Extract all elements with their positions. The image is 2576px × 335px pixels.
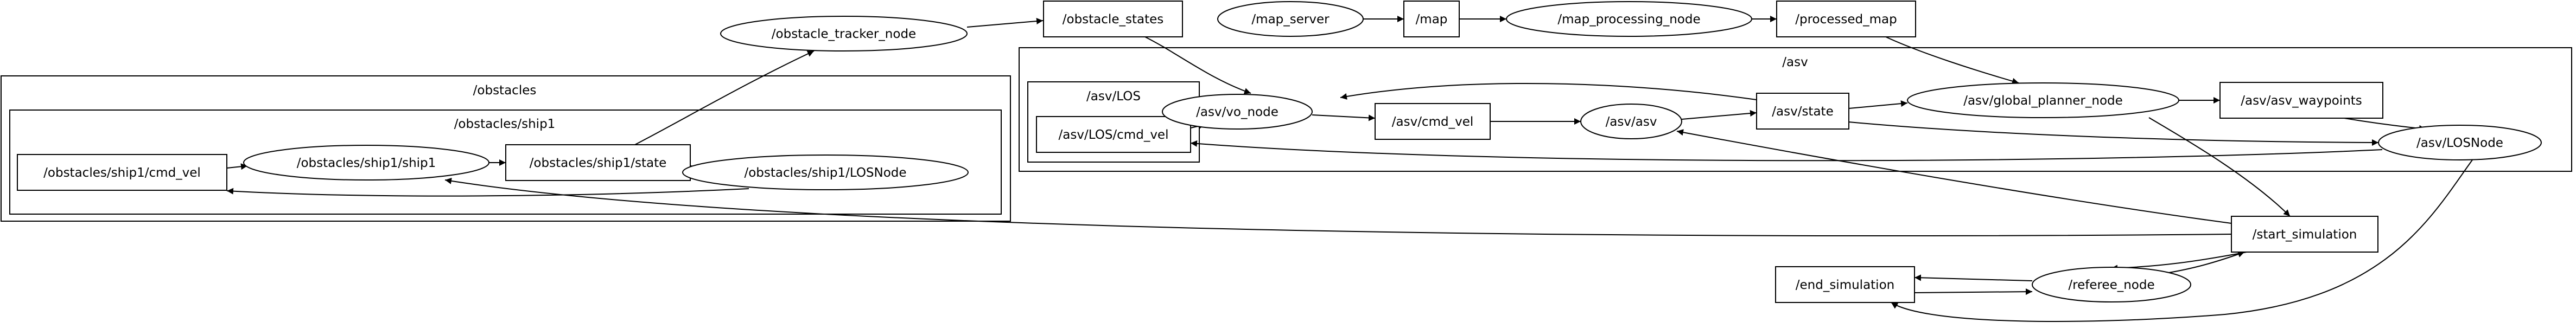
node-asv-global-planner-node[interactable]: /asv/global_planner_node [1907, 82, 2179, 118]
node-label: /processed_map [1795, 12, 1897, 27]
node-label: /obstacles/ship1/ship1 [297, 156, 436, 170]
node-box [1403, 1, 1460, 37]
node-asv-losnode[interactable]: /asv/LOSNode [2378, 125, 2542, 160]
node-label: /asv/vo_node [1196, 105, 1279, 119]
node-ellipse [243, 145, 489, 181]
node-ellipse [1162, 94, 1313, 130]
node-label: /asv/asv_waypoints [2241, 94, 2362, 108]
node-referee-node[interactable]: /referee_node [2032, 267, 2191, 302]
edge-asv-state-to-asv-global-planner-node [1848, 100, 1908, 109]
node-label: /asv/cmd_vel [1392, 115, 1474, 129]
edge-end-simulation-to-referee-node [1914, 288, 2033, 295]
node-label: /map_processing_node [1557, 12, 1700, 27]
node-obstacle-tracker-node[interactable]: /obstacle_tracker_node [720, 16, 968, 51]
node-label: /obstacles/ship1/LOSNode [744, 166, 906, 180]
cluster-asv: /asv [1019, 47, 2572, 172]
node-box [505, 144, 691, 181]
nodes-layer: /obstacle_tracker_node/obstacle_states/m… [17, 1, 2542, 303]
node-box [1036, 116, 1191, 153]
node-ship1-state[interactable]: /obstacles/ship1/state [505, 144, 691, 181]
node-box [2231, 216, 2378, 253]
edge-ship1-losnode-to-ship1-cmd-vel [226, 188, 749, 197]
node-asv-state[interactable]: /asv/state [1756, 93, 1849, 130]
edge-ship1-state-to-obstacle-tracker-node [634, 50, 815, 145]
node-label: /obstacles/ship1/cmd_vel [43, 166, 201, 180]
node-ellipse [2032, 267, 2191, 302]
cluster-label: /asv/LOS [1086, 89, 1141, 104]
edge-ship1-cmd-vel-to-ship1-ship1 [226, 163, 248, 170]
node-map[interactable]: /map [1403, 1, 1460, 37]
cluster-label: /obstacles/ship1 [454, 117, 556, 131]
node-obstacle-states[interactable]: /obstacle_states [1043, 1, 1183, 37]
node-label: /map [1416, 12, 1448, 27]
node-box [2219, 82, 2383, 119]
node-end-simulation[interactable]: /end_simulation [1775, 266, 1915, 303]
node-label: /asv/LOS/cmd_vel [1059, 128, 1169, 142]
node-box [1775, 266, 1915, 303]
edge-asv-state-to-asv-losnode [1848, 121, 2379, 146]
node-box [1776, 1, 1916, 37]
edge-start-simulation-to-asv-asv [1676, 129, 2232, 224]
node-ellipse [1506, 1, 1752, 37]
node-start-simulation[interactable]: /start_simulation [2231, 216, 2378, 253]
cluster-label: /obstacles [473, 83, 537, 98]
node-processed-map[interactable]: /processed_map [1776, 1, 1916, 37]
node-ellipse [720, 16, 968, 51]
cluster-frame [1019, 47, 2572, 172]
cluster-label: /asv [1782, 55, 1808, 69]
clusters-layer: /obstacles/obstacles/ship1/asv/asv/LOS [1, 47, 2572, 222]
node-asv-asv[interactable]: /asv/asv [1580, 104, 1682, 139]
edges-layer [226, 16, 2473, 322]
node-label: /map_server [1251, 12, 1330, 27]
node-label: /asv/asv [1606, 115, 1657, 129]
node-label: /end_simulation [1796, 278, 1894, 292]
node-asv-vo-node[interactable]: /asv/vo_node [1162, 94, 1313, 130]
node-label: /obstacles/ship1/state [530, 156, 667, 170]
cluster-frame [1, 75, 1011, 222]
node-label: /referee_node [2068, 278, 2154, 292]
edge-asv-state-to-asv-vo-node [1340, 83, 1757, 100]
node-label: /obstacle_states [1063, 12, 1163, 27]
edge-processed-map-to-asv-global-planner-node [1885, 36, 2019, 85]
node-ellipse [1907, 82, 2179, 118]
node-box [1043, 1, 1183, 37]
node-box [17, 154, 227, 191]
edge-asv-asv-waypoints-to-asv-losnode [2344, 118, 2426, 132]
edge-asv-losnode-to-asv-los-cmd-vel [1190, 140, 2383, 162]
node-asv-cmd-vel[interactable]: /asv/cmd_vel [1375, 103, 1491, 140]
node-box [1375, 103, 1491, 140]
node-label: /asv/state [1772, 105, 1833, 119]
cluster-frame [9, 109, 1002, 215]
node-label: /asv/global_planner_node [1963, 94, 2123, 108]
edge-asv-global-planner-node-to-start-simulation [2148, 117, 2291, 217]
node-ellipse [682, 154, 969, 190]
cluster-obstacles-ship1: /obstacles/ship1 [9, 109, 1002, 215]
edge-obstacle-states-to-asv-vo-node [1144, 36, 1251, 94]
cluster-obstacles: /obstacles [1, 75, 1011, 222]
edge-referee-node-to-end-simulation [1914, 274, 2033, 281]
node-map-processing-node[interactable]: /map_processing_node [1506, 1, 1752, 37]
edge-obstacle-tracker-node-to-obstacle-states [966, 18, 1044, 28]
edge-asv-losnode-to-end-simulation [1891, 159, 2473, 322]
edge-asv-vo-node-to-asv-cmd-vel [1312, 114, 1376, 121]
node-label: /asv/LOSNode [2416, 136, 2503, 150]
edge-start-simulation-to-referee-node [2110, 252, 2247, 272]
edge-asv-asv-to-asv-state [1681, 110, 1757, 120]
node-ship1-losnode[interactable]: /obstacles/ship1/LOSNode [682, 154, 969, 190]
node-map-server[interactable]: /map_server [1217, 1, 1364, 37]
node-label: /obstacle_tracker_node [772, 27, 916, 41]
node-asv-asv-waypoints[interactable]: /asv/asv_waypoints [2219, 82, 2383, 119]
node-ship1-ship1[interactable]: /obstacles/ship1/ship1 [243, 145, 489, 181]
node-ship1-cmd-vel[interactable]: /obstacles/ship1/cmd_vel [17, 154, 227, 191]
node-label: /start_simulation [2253, 228, 2357, 242]
node-ellipse [2378, 125, 2542, 160]
node-box [1756, 93, 1849, 130]
node-asv-los-cmd-vel[interactable]: /asv/LOS/cmd_vel [1036, 116, 1191, 153]
edge-start-simulation-to-ship1-ship1 [444, 177, 2232, 237]
node-ellipse [1217, 1, 1364, 37]
node-ellipse [1580, 104, 1682, 139]
